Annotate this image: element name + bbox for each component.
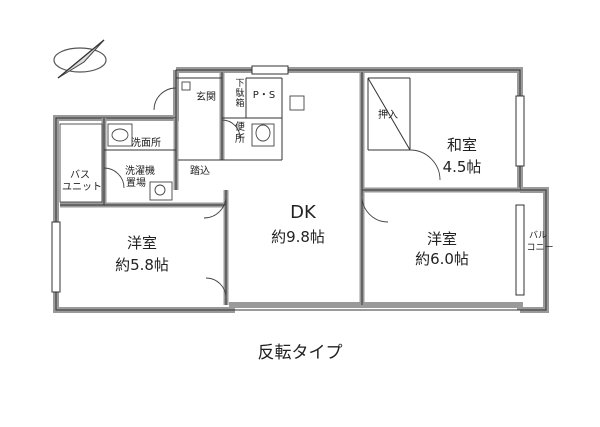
room-western-right-name: 洋室 [427,230,457,248]
label-shoe-box-1: 下 [235,79,244,89]
label-washer-1: 洗濯機 [125,164,155,177]
room-western-right-size: 約6.0帖 [415,250,469,268]
room-japanese-size: 4.5帖 [443,158,482,176]
door-swings [103,87,441,299]
label-ps: P・S [253,90,275,101]
label-toilet-1: 便 [235,120,245,133]
label-toilet-2: 所 [235,133,245,145]
label-bath-1: バス [70,169,90,181]
label-balcony-1: バル [529,230,547,241]
label-shoe-box-3: 箱 [235,97,244,109]
room-western-left-size: 約5.8帖 [115,256,169,274]
floor-plan: DK 約9.8帖 洋室 約5.8帖 和室 4.5帖 洋室 約6.0帖 玄関 下 … [51,39,554,313]
label-balcony-2: コニー [526,243,553,253]
label-washer-2: 置場 [126,176,146,189]
room-dk-name: DK [290,202,317,223]
compass-icon [53,39,107,79]
room-western-left-name: 洋室 [127,234,157,252]
room-japanese-name: 和室 [447,136,477,154]
label-step: 踏込 [190,164,210,177]
label-genkan: 玄関 [196,90,216,103]
room-dk-size: 約9.8帖 [271,228,325,246]
label-shoe-box-2: 駄 [235,87,244,99]
windows [51,65,525,296]
label-senmenjo: 洗面所 [131,137,161,149]
plan-caption: 反転タイプ [257,343,343,363]
label-oshiire: 押入 [378,108,398,121]
label-bath-2: ユニット [62,182,102,193]
fixtures [59,81,305,203]
